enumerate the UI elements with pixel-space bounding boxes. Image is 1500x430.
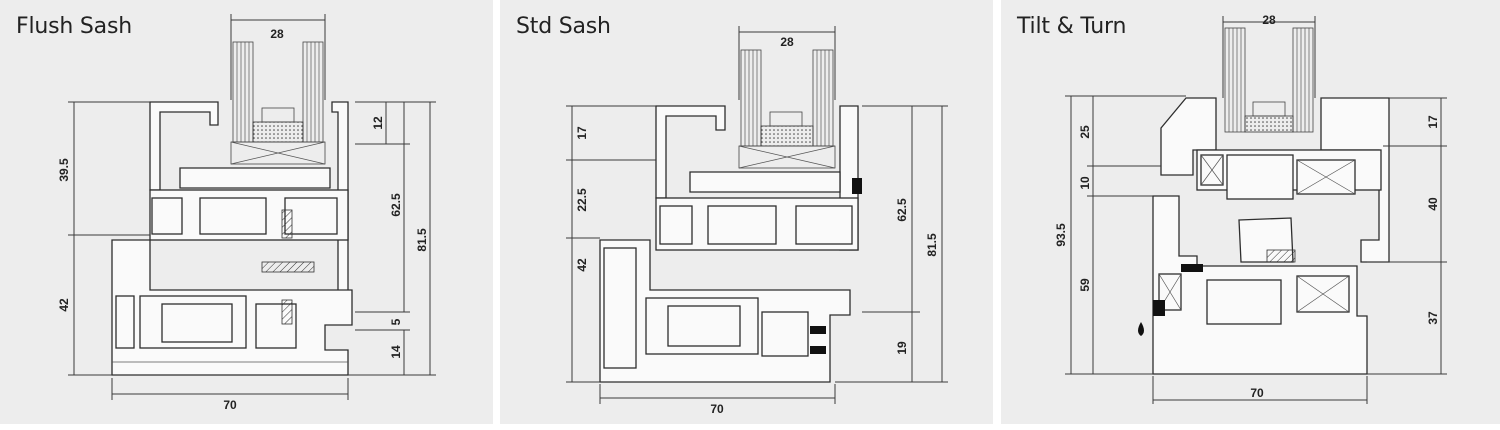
right-dimensions: 62.5 81.5 19 <box>835 105 948 383</box>
sash-profile <box>1160 97 1390 263</box>
left-dimensions: 25 10 93.5 59 <box>1054 95 1186 375</box>
left-dimensions: 17 22.5 42 <box>566 105 656 383</box>
glazing-unit <box>230 41 326 165</box>
dim-top: 17 <box>575 126 589 140</box>
std-sash-section-drawing: 28 <box>566 26 948 416</box>
glass-width-dimension: 28 <box>738 26 836 100</box>
dim-width: 70 <box>710 402 724 416</box>
dim-glass-width: 28 <box>1262 13 1276 27</box>
dim-right-top: 17 <box>1426 115 1440 129</box>
frame-profile <box>599 239 851 383</box>
panel-title: Std Sash <box>516 14 611 39</box>
sash-profile <box>655 105 862 251</box>
right-dimensions: 12 62.5 81.5 5 14 <box>348 101 436 376</box>
panel-title: Tilt & Turn <box>1017 14 1127 39</box>
dim-width: 70 <box>223 398 237 412</box>
right-dimensions: 17 40 37 <box>1367 97 1447 375</box>
frame-profile <box>1138 195 1368 375</box>
dim-total: 93.5 <box>1054 223 1068 247</box>
dim-height-mid: 62.5 <box>389 193 403 217</box>
panel-title: Flush Sash <box>16 14 132 39</box>
tilt-turn-section-drawing: 28 <box>1054 13 1447 404</box>
glazing-unit <box>1224 27 1314 133</box>
width-dimension: 70 <box>1152 376 1368 404</box>
glass-width-dimension: 28 <box>230 14 326 100</box>
dim-right-low: 37 <box>1426 311 1440 325</box>
width-dimension: 70 <box>599 384 836 416</box>
dim-glass-width: 28 <box>780 35 794 49</box>
dim-mid: 22.5 <box>575 188 589 212</box>
width-dimension: 70 <box>111 378 349 412</box>
dim-base: 19 <box>895 341 909 355</box>
dim-frame-bottom: 42 <box>57 298 71 312</box>
dim-lower: 42 <box>575 258 589 272</box>
dim-height-total: 81.5 <box>925 233 939 257</box>
flush-sash-section-drawing: 28 <box>57 14 436 412</box>
dim-height-mid: 62.5 <box>895 198 909 222</box>
dim-gap: 10 <box>1078 176 1092 190</box>
dim-height-total: 81.5 <box>415 228 429 252</box>
glass-width-dimension: 28 <box>1222 13 1316 98</box>
dim-base: 14 <box>389 345 403 359</box>
frame-profile <box>111 239 353 376</box>
dim-top: 25 <box>1078 125 1092 139</box>
dim-bead: 12 <box>371 116 385 130</box>
dim-step: 5 <box>389 318 403 325</box>
panel-std-sash: Std Sash 28 <box>500 0 993 424</box>
panel-flush-sash: Flush Sash 28 <box>0 0 493 424</box>
left-dimensions: 39.5 42 <box>57 101 150 376</box>
dim-width: 70 <box>1250 386 1264 400</box>
sash-profile <box>149 101 349 306</box>
dim-sash-top: 39.5 <box>57 158 71 182</box>
glazing-unit <box>738 49 836 169</box>
dim-glass-width: 28 <box>270 27 284 41</box>
panel-tilt-and-turn: Tilt & Turn 28 <box>1001 0 1500 424</box>
dim-lower: 59 <box>1078 278 1092 292</box>
dim-right-mid: 40 <box>1426 197 1440 211</box>
